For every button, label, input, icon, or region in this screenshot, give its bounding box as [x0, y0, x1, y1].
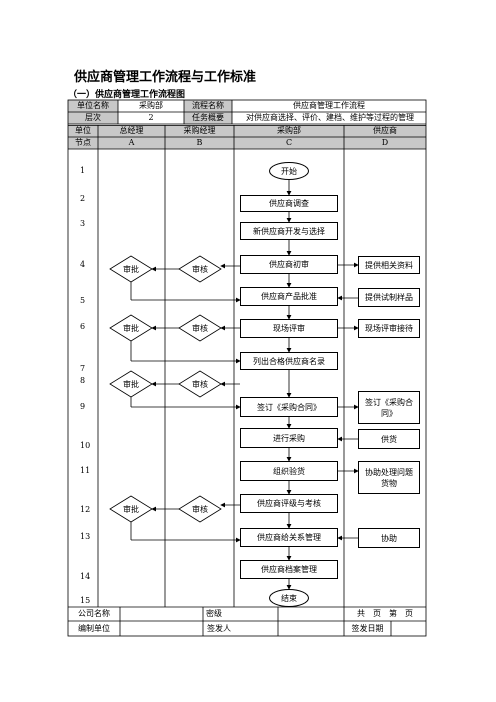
- document-title: 供应商管理工作流程与工作标准: [74, 70, 257, 85]
- column-letter-b: B: [196, 138, 203, 147]
- page-count-text: 共 页 第 页: [357, 609, 413, 618]
- node-number: 14: [80, 572, 91, 581]
- step-product-approval: 供应商产品批准: [240, 287, 338, 306]
- step-onsite-review: 现场评审: [240, 319, 338, 338]
- node-number: 13: [80, 532, 91, 541]
- level-value: 2: [148, 113, 154, 122]
- role-purchase-dept: 采购部: [277, 126, 301, 135]
- company-name-label: 公司名称: [78, 609, 110, 618]
- node-number: 6: [80, 322, 86, 331]
- approve-diamond-label: 审批: [123, 380, 139, 389]
- secret-level-label: 密级: [206, 609, 222, 618]
- unit-name-value: 采购部: [139, 101, 163, 110]
- column-letter-d: D: [381, 138, 389, 147]
- step-inspection: 组织验货: [240, 461, 338, 481]
- node-column-label: 节点: [75, 138, 91, 147]
- supplier-assist: 协助: [358, 528, 420, 548]
- step-relationship-mgmt: 供应商给关系管理: [240, 528, 338, 547]
- node-number: 12: [80, 505, 91, 514]
- role-header-row: [68, 125, 426, 137]
- summary-value: 对供应商选择、评价、建档、维护等过程的管理: [246, 113, 414, 122]
- supplier-sign-contract: 签订《采购合同》: [358, 391, 420, 424]
- summary-label: 任务概要: [192, 113, 224, 122]
- step-purchase: 进行采购: [240, 428, 338, 448]
- step-supplier-survey: 供应商调查: [240, 195, 338, 212]
- section-subtitle: （一）供应商管理工作流程图: [68, 90, 186, 100]
- step-initial-review: 供应商初审: [240, 255, 338, 274]
- step-new-supplier-dev: 新供应商开发与选择: [240, 222, 338, 240]
- supplier-onsite-reception: 现场评审接待: [358, 319, 420, 338]
- column-letter-c: C: [285, 138, 293, 147]
- supplier-provide-docs: 提供相关资料: [358, 256, 420, 274]
- step-archive-mgmt: 供应商档案管理: [240, 560, 338, 579]
- issuer-label: 签发人: [207, 624, 231, 633]
- node-number: 1: [80, 166, 86, 175]
- summary-label-cell: [184, 112, 232, 124]
- approve-diamond-label: 审批: [123, 265, 139, 274]
- node-number: 4: [80, 260, 86, 269]
- node-number: 15: [80, 596, 91, 605]
- node-number: 8: [80, 376, 86, 385]
- node-number: 2: [80, 194, 86, 203]
- review-diamond-label: 审核: [192, 380, 208, 389]
- approve-diamond-label: 审批: [123, 505, 139, 514]
- role-purchase-manager: 采购经理: [183, 126, 216, 135]
- review-diamond-label: 审核: [192, 324, 208, 333]
- approve-diamond-label: 审批: [123, 324, 139, 333]
- flow-name-label: 流程名称: [192, 101, 224, 110]
- node-number: 5: [80, 296, 86, 305]
- level-label: 层次: [85, 113, 101, 122]
- flow-end: 结束: [269, 589, 309, 607]
- supplier-provide-samples: 提供试制样品: [358, 288, 420, 307]
- supplier-handle-goods: 协助处理问题货物: [358, 461, 420, 494]
- flow-start: 开始: [269, 162, 309, 180]
- node-number: 9: [80, 402, 86, 411]
- review-diamond-label: 审核: [192, 265, 208, 274]
- role-supplier: 供应商: [373, 126, 397, 135]
- step-sign-contract: 签订《采购合同》: [240, 397, 338, 417]
- compiling-unit-label: 编制单位: [78, 624, 110, 633]
- flow-label-cell: [184, 100, 232, 112]
- column-letter-a: A: [128, 138, 135, 147]
- unit-name-label: 单位名称: [77, 101, 109, 110]
- unit-column-label: 单位: [75, 126, 91, 135]
- step-qualified-list: 列出合格供应商名录: [240, 352, 338, 370]
- level-label-cell: [68, 112, 118, 124]
- step-rating-assessment: 供应商评级与考核: [240, 494, 338, 513]
- supplier-supply: 供货: [358, 429, 420, 449]
- node-number: 7: [80, 364, 86, 373]
- unit-label-cell: [68, 100, 118, 112]
- flow-name-value: 供应商管理工作流程: [293, 101, 365, 110]
- review-diamond-label: 审核: [192, 505, 208, 514]
- node-number: 3: [80, 219, 86, 228]
- node-number: 10: [80, 441, 91, 450]
- role-general-manager: 总经理: [119, 126, 144, 135]
- issue-date-label: 签发日期: [351, 624, 384, 633]
- node-header-row: [68, 137, 426, 149]
- node-number: 11: [80, 466, 91, 475]
